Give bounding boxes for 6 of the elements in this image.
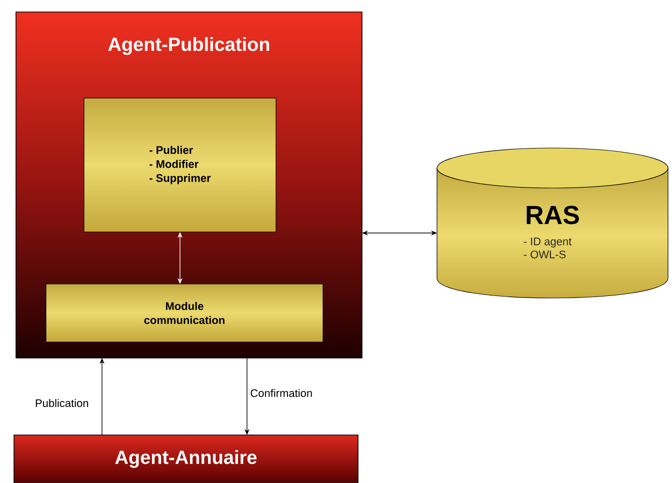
edge-label: Confirmation — [249, 388, 314, 398]
database-cylinder: RAS - ID agent - OWL-S — [436, 148, 668, 298]
agent-box: Agent-Annuaire — [14, 434, 358, 483]
module-box: Module communication — [46, 284, 324, 342]
function-box: - Publier - Modifier - Supprimer — [84, 98, 276, 232]
edge-label: Publication — [34, 398, 90, 408]
